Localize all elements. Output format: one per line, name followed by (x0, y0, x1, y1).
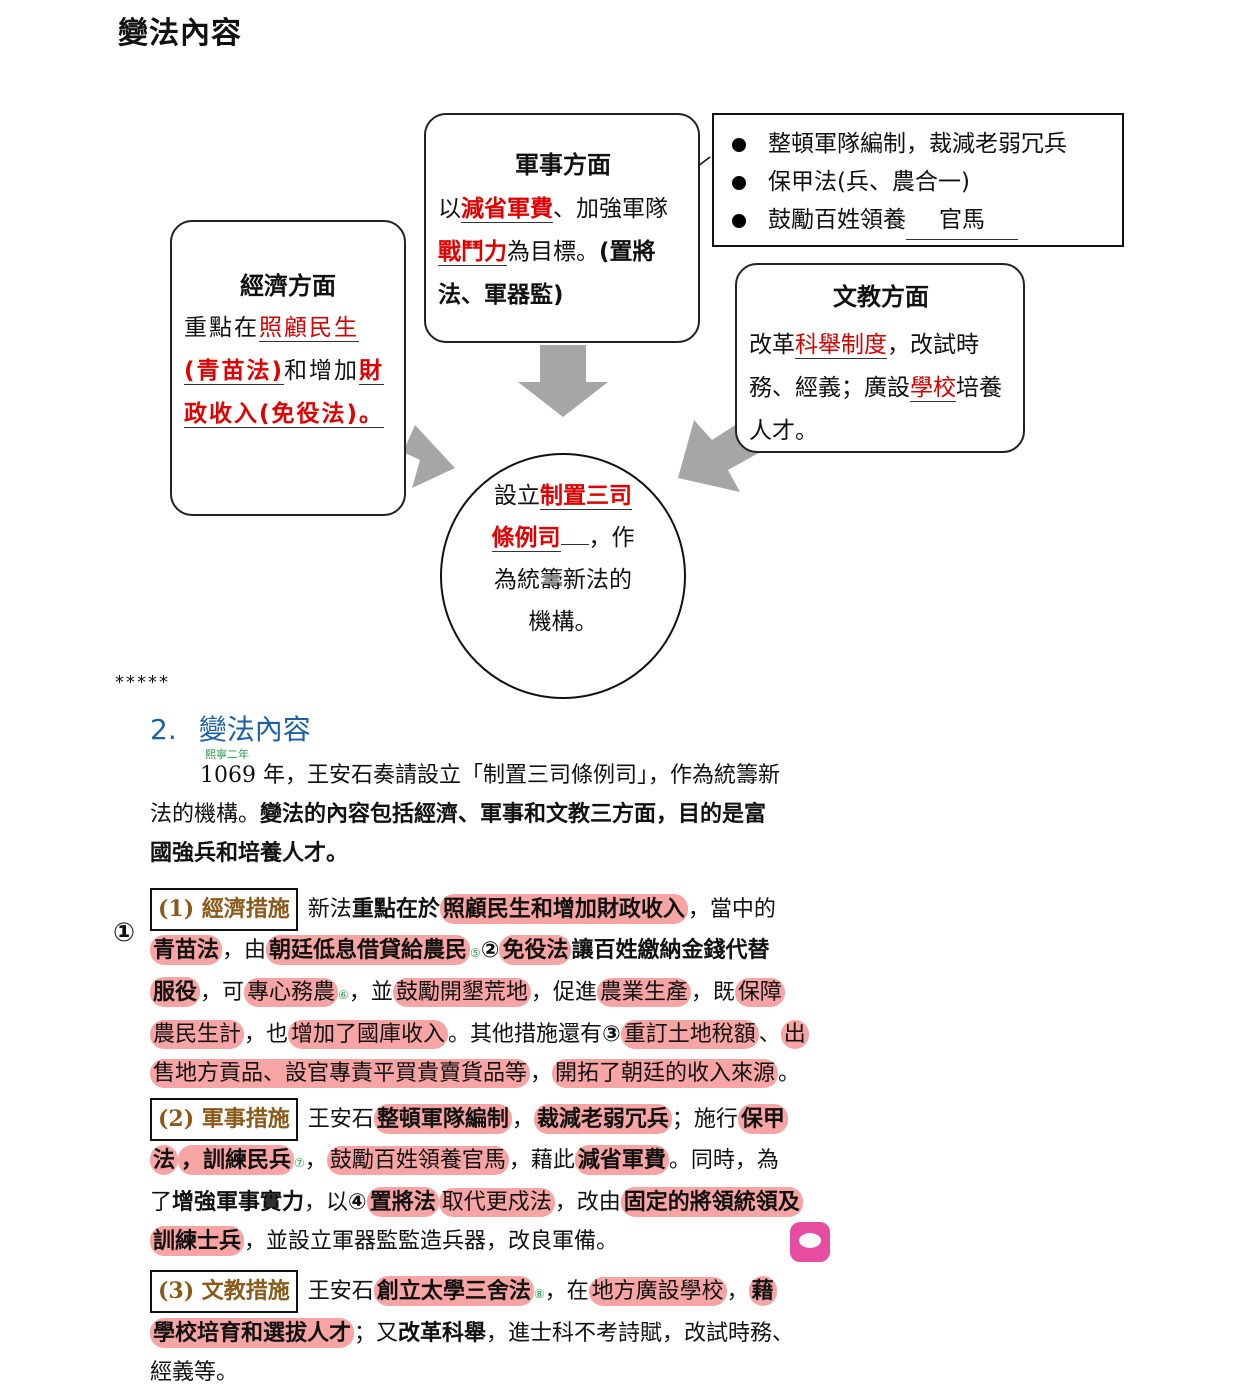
culture-line: 經義等。 (150, 1360, 239, 1385)
military-answer: 減省軍費 (461, 196, 553, 223)
economy-answer: 照顧民生 (259, 315, 359, 342)
highlight: 法 (150, 1145, 179, 1175)
section-number: 2. (150, 713, 177, 746)
economy-answer: 政收入(免役法) (184, 401, 360, 428)
center-answer: 條例司 (491, 525, 561, 552)
detail-item-text: 保甲法(兵、農合一) (768, 169, 970, 195)
highlight: 減省軍費 (574, 1145, 669, 1175)
culture-answer: 科舉制度 (795, 332, 887, 359)
highlight: 農業生產 (596, 978, 691, 1007)
economy-text: 和增加 (284, 358, 360, 384)
section-title-text: 變法內容 (198, 713, 311, 746)
highlight: 青苗法 (150, 935, 223, 965)
intro-line: 法的機構。變法的內容包括經濟、軍事和文教三方面，目的是富 (150, 801, 767, 827)
highlight: 學校培育和選拔人才 (150, 1318, 355, 1348)
center-text: ，作 (588, 525, 635, 551)
highlight: ，訓練民兵 (178, 1145, 295, 1175)
detail-item-blank: 官馬 (906, 201, 1018, 240)
detail-item-text: 鼓勵百姓領養 (768, 207, 906, 233)
highlight: 整頓軍隊編制 (373, 1104, 512, 1134)
economy-body: 重點在照顧民生 (青苗法)和增加財 政收入(免役法)。 (184, 307, 392, 436)
military-detail-box: 整頓軍隊編制，裁減老弱冗兵 保甲法(兵、農合一) 鼓勵百姓領養官馬 (712, 113, 1124, 247)
highlight: 增加了國庫收入 (288, 1020, 449, 1049)
military-text: 為目標。 (507, 239, 599, 265)
arrow-down (518, 345, 608, 417)
intro-line: 1069 年，王安石奏請設立「制置三司條例司」，作為統籌新 (200, 763, 780, 788)
military-label: (2) 軍事措施 (150, 1098, 298, 1141)
center-text: 設立 (494, 483, 540, 509)
bullet-icon (732, 213, 746, 228)
culture-text: ，改試時務、經義；廣設 (749, 332, 979, 401)
military-text: 以 (438, 196, 461, 222)
economy-answer: 財 (359, 358, 385, 385)
highlight: 訓練士兵 (150, 1226, 245, 1256)
bullet-icon (732, 175, 746, 190)
center-answer: 制置三司 (540, 483, 632, 510)
economy-label: (1) 經濟措施 (150, 888, 298, 931)
military-note: (置將法、軍器監) (438, 239, 656, 308)
military-heading: 軍事方面 (515, 151, 611, 179)
detail-item: 鼓勵百姓領養官馬 (732, 201, 1122, 240)
highlight: 開拓了朝廷的收入來源 (552, 1059, 779, 1088)
military-body: 以減省軍費、加強軍隊 戰鬥力為目標。(置將法、軍器監) (438, 188, 688, 317)
arrow-right (403, 425, 455, 488)
highlight: 地方廣設學校 (588, 1277, 727, 1306)
culture-text: 培養人才。 (749, 375, 1002, 444)
economy-heading: 經濟方面 (240, 272, 336, 300)
highlight: 置將法 (366, 1187, 439, 1217)
highlight: 照顧民生和增加財政收入 (439, 894, 688, 924)
highlight: 固定的將領統領及 (620, 1187, 803, 1217)
chat-bubble-icon[interactable] (790, 1222, 830, 1262)
culture-answer: 學校 (910, 375, 956, 402)
highlight: 鼓勵百姓領養官馬 (326, 1146, 509, 1175)
military-box: 軍事方面 以減省軍費、加強軍隊 戰鬥力為目標。(置將法、軍器監) (424, 113, 700, 343)
economy-answer: (青苗法) (184, 358, 285, 385)
detail-item: 保甲法(兵、農合一) (732, 163, 1122, 201)
highlight: 保甲 (737, 1104, 788, 1134)
detail-item-text: 整頓軍隊編制，裁減老弱冗兵 (768, 131, 1067, 157)
center-text: 機構。 (528, 609, 598, 635)
culture-label: (3) 文教措施 (150, 1270, 298, 1313)
section-title: 2. 變法內容 (150, 708, 311, 748)
handwritten-number: ③ (602, 1022, 621, 1047)
highlight: 藉 (748, 1276, 777, 1306)
culture-body: 改革科舉制度，改試時務、經義；廣設學校培養人才。 (749, 324, 1013, 453)
highlight: 朝廷低息借貸給農民 (266, 935, 471, 965)
handwritten-number: ④ (348, 1190, 367, 1215)
ruby-annotation: 熙寧二年 (205, 748, 249, 761)
economy-text: 。 (359, 401, 385, 428)
highlight: 免役法 (499, 935, 572, 965)
intro-line: 國強兵和培養人才。 (150, 840, 349, 866)
economy-paragraph: (1) 經濟措施新法重點在於照顧民生和增加財政收入，當中的 青苗法，由朝廷低息借… (150, 888, 840, 1093)
bullet-icon (732, 137, 746, 152)
military-text: 、加強軍隊 (553, 196, 668, 222)
intro-paragraph: 1069 年，王安石奏請設立「制置三司條例司」，作為統籌新 法的機構。變法的內容… (150, 756, 840, 873)
highlight: 售地方貢品、設官專責平買貴賣貨品等 (150, 1059, 531, 1088)
highlight: 裁減老弱冗兵 (533, 1104, 672, 1134)
highlight: 鼓勵開墾荒地 (392, 978, 531, 1007)
culture-heading: 文教方面 (833, 283, 929, 311)
highlight: 創立太學三舍法 (373, 1276, 534, 1306)
culture-box: 文教方面 改革科舉制度，改試時務、經義；廣設學校培養人才。 (735, 263, 1025, 453)
economy-box: 經濟方面 重點在照顧民生 (青苗法)和增加財 政收入(免役法)。 (170, 220, 406, 516)
highlight: 重訂土地稅額 (620, 1020, 759, 1049)
highlight: 取代更戍法 (438, 1188, 555, 1217)
military-answer: 戰鬥力 (438, 239, 507, 266)
handwritten-number: ① (113, 918, 136, 948)
center-text: 為統籌新法的 (494, 567, 632, 593)
page-title: 變法內容 (118, 16, 242, 51)
highlight: 出 (780, 1020, 809, 1049)
highlight: 農民生計 (150, 1020, 245, 1049)
center-circle: 設立制置三司 條例司 ，作 為統籌新法的 機構。 (440, 453, 686, 699)
highlight: 專心務農 (244, 978, 339, 1007)
separator: ***** (115, 672, 170, 693)
highlight: 保障 (734, 978, 785, 1007)
detail-item: 整頓軍隊編制，裁減老弱冗兵 (732, 125, 1122, 163)
handwritten-number: ② (480, 938, 500, 963)
culture-text: 改革 (749, 332, 795, 358)
highlight: 服役 (150, 977, 201, 1007)
economy-text: 重點在 (184, 315, 259, 341)
